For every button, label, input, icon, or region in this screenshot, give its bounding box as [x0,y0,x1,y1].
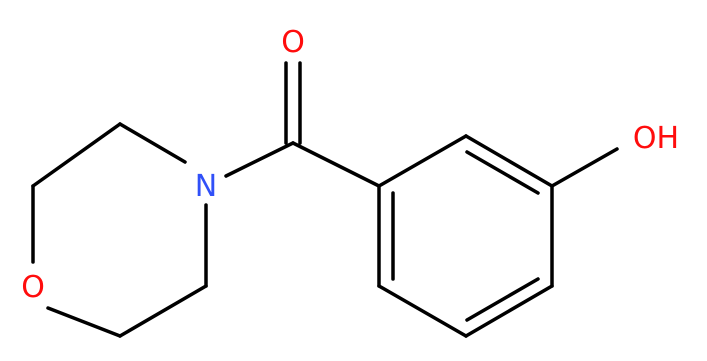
bond-carbonyl-ring [291,141,381,188]
bond-ring-inner-b [465,277,540,322]
bond-ring-hydroxyl [550,147,619,188]
bond-ring-5-6 [377,284,468,338]
bond-morpholine-n-ctop [118,122,187,164]
bond-ring-1-2 [377,134,468,188]
bond-ring-inner-a [465,150,540,195]
bond-morpholine-cbottom-cright [118,284,208,338]
bond-morpholine-ctop-cleft [31,122,122,188]
carbonyl-oxygen-label: O [281,25,305,60]
morpholine-nitrogen-label: N [195,169,217,204]
bond-carbonyl-nitrogen [224,141,295,178]
bonds [31,61,619,338]
hydroxyl-label: OH [633,121,679,156]
morpholine-oxygen-label: O [21,270,45,305]
bond-morpholine-o-cbottom [46,306,122,338]
bond-ring-2-3 [464,134,554,188]
bond-ring-4-5 [464,284,554,338]
atom-labels: O OH N O [21,25,679,305]
